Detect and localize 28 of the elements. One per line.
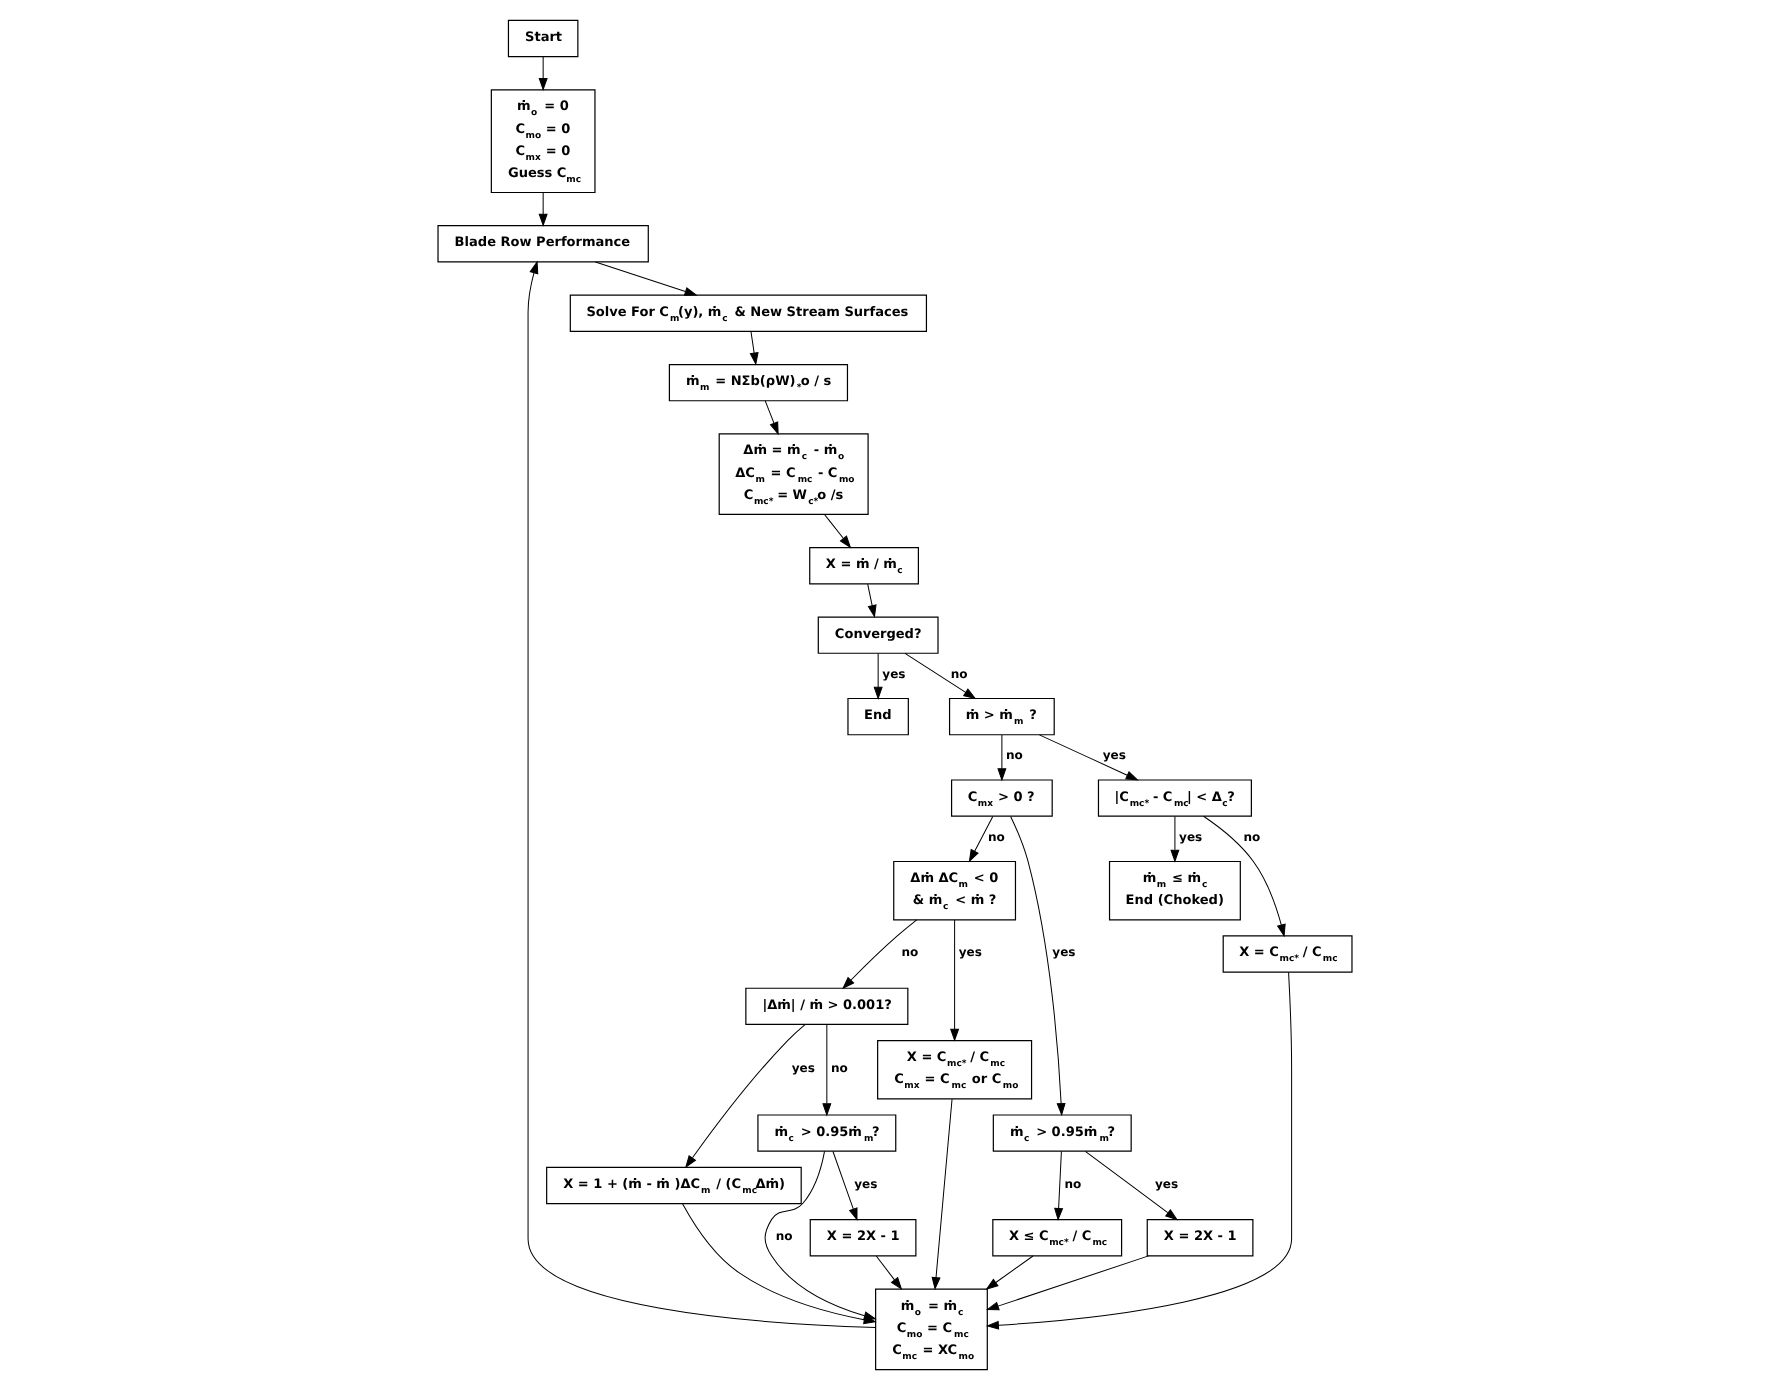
arrow xyxy=(824,513,852,549)
arrow xyxy=(950,919,960,1042)
arrow xyxy=(822,1024,832,1117)
arrow xyxy=(1203,815,1286,938)
arrow xyxy=(538,192,548,227)
arrow xyxy=(1054,1151,1064,1222)
arrow xyxy=(968,816,994,863)
arrow xyxy=(867,583,877,619)
arrow xyxy=(538,56,548,92)
arrow xyxy=(749,331,759,366)
arrow xyxy=(832,1151,858,1222)
arrow xyxy=(997,734,1007,782)
arrow xyxy=(1170,816,1180,863)
arrow xyxy=(985,1255,1150,1311)
arrow xyxy=(764,400,779,436)
arrow xyxy=(684,1024,806,1169)
arrow xyxy=(985,1255,1034,1290)
arrow xyxy=(931,1098,953,1291)
arrow xyxy=(764,1150,877,1321)
arrow xyxy=(842,919,918,990)
arrow xyxy=(1038,734,1139,781)
arrow xyxy=(594,261,698,296)
arrow xyxy=(985,971,1293,1330)
arrow xyxy=(1084,1150,1179,1221)
arrow xyxy=(873,652,883,700)
arrow xyxy=(904,652,977,700)
arrow xyxy=(875,1255,903,1291)
arrow xyxy=(1010,815,1066,1117)
